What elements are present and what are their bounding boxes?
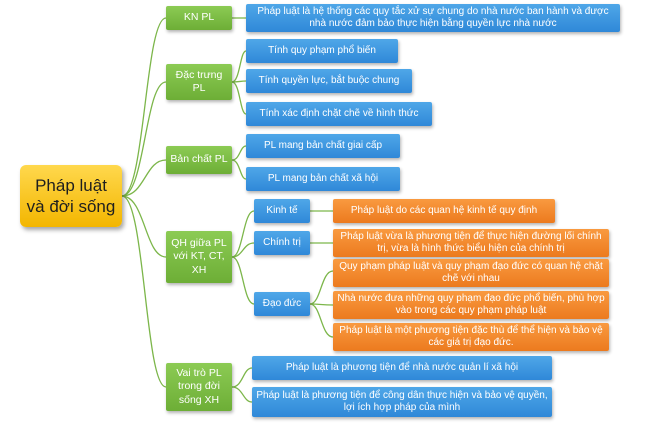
qh-kinh-te: Kinh tế — [254, 199, 310, 223]
dac-trung-item-2: Tính quyền lực, bắt buộc chung — [246, 69, 412, 93]
kn-definition: Pháp luật là hệ thống các quy tắc xử sự … — [246, 4, 620, 32]
ban-chat-item-1: PL mang bản chất giai cấp — [246, 134, 400, 158]
dao-duc-item-2: Nhà nước đưa những quy phạm đạo đức phổ … — [333, 291, 609, 319]
branch-quan-he: QH giữa PL với KT, CT, XH — [166, 231, 232, 283]
qh-chinh-tri: Chính trị — [254, 231, 310, 255]
ban-chat-item-2: PL mang bản chất xã hội — [246, 167, 400, 191]
branch-kn-pl: KN PL — [166, 6, 232, 30]
branch-dac-trung: Đặc trưng PL — [166, 64, 232, 100]
dac-trung-item-1: Tính quy phạm phổ biến — [246, 39, 398, 63]
dac-trung-item-3: Tính xác định chặt chẽ về hình thức — [246, 102, 432, 126]
dao-duc-item-1: Quy phạm pháp luật và quy phạm đạo đức c… — [333, 259, 609, 287]
kinh-te-item: Pháp luật do các quan hệ kinh tế quy địn… — [333, 199, 555, 223]
chinh-tri-item: Pháp luật vừa là phương tiện để thực hiệ… — [333, 229, 609, 257]
root-node: Pháp luật và đời sống — [20, 165, 122, 227]
dao-duc-item-3: Pháp luật là một phương tiện đặc thù để … — [333, 323, 609, 351]
branch-ban-chat: Bản chất PL — [166, 146, 232, 174]
qh-dao-duc: Đạo đức — [254, 292, 310, 316]
branch-vai-tro: Vai trò PL trong đời sống XH — [166, 363, 232, 411]
vai-tro-item-2: Pháp luật là phương tiện để công dân thự… — [252, 387, 552, 417]
vai-tro-item-1: Pháp luật là phương tiện để nhà nước quả… — [252, 356, 552, 380]
